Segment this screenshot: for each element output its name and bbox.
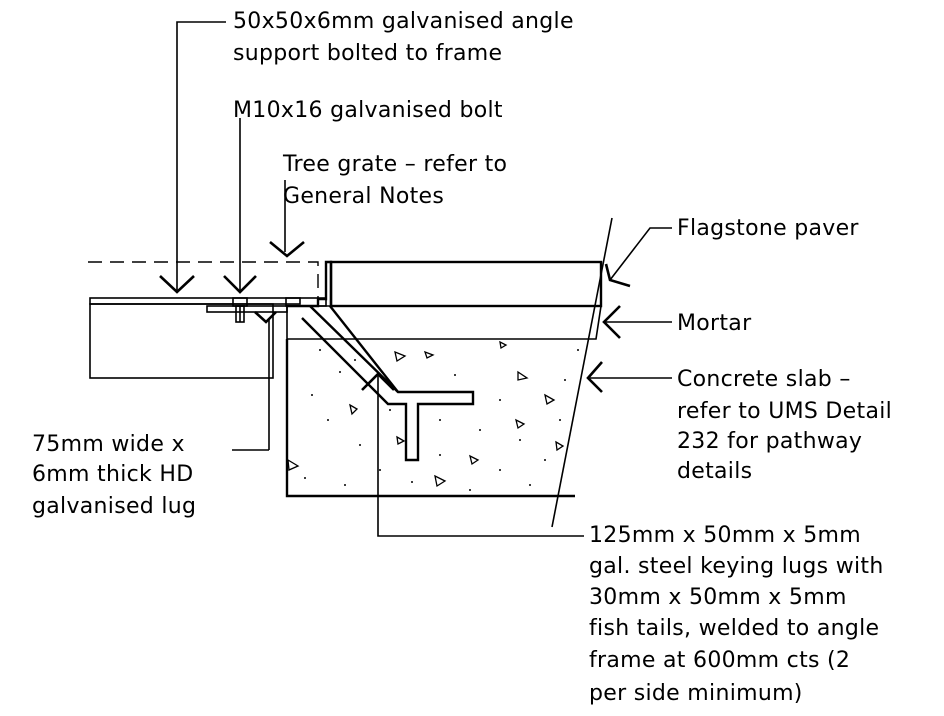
concrete-slab — [285, 339, 579, 498]
flagstone-paver — [329, 260, 603, 308]
label-keying-line5: frame at 600mm cts (2 — [589, 648, 850, 673]
label-concrete-line3: 232 for pathway — [677, 429, 862, 454]
tree-pit-surround — [89, 297, 301, 379]
keying-lug — [301, 305, 475, 462]
leader-keying-lugs — [361, 372, 584, 537]
label-bolt: M10x16 galvanised bolt — [233, 98, 503, 123]
label-flagstone-line1: Flagstone paver — [677, 216, 859, 241]
label-keying-line2: gal. steel keying lugs with — [589, 554, 884, 579]
label-keying-line6: per side minimum) — [589, 681, 803, 706]
label-lug-line3: galvanised lug — [32, 494, 196, 519]
label-keying-line1: 125mm x 50mm x 5mm — [589, 523, 861, 548]
leader-mortar — [602, 305, 672, 339]
leader-bolt — [223, 118, 257, 294]
label-concrete-line4: details — [677, 459, 752, 484]
label-lug-line2: 6mm thick HD — [32, 462, 193, 487]
lug-downstand — [254, 311, 277, 450]
break-line — [551, 217, 613, 528]
label-keying-line4: fish tails, welded to angle — [589, 616, 879, 641]
label-concrete-slab: Concrete slab – refer to UMS Detail 232 … — [677, 367, 892, 484]
label-lug: 75mm wide x 6mm thick HD galvanised lug — [32, 432, 196, 519]
label-flagstone: Flagstone paver — [677, 216, 859, 241]
label-keying-line3: 30mm x 50mm x 5mm — [589, 585, 847, 610]
label-mortar-line1: Mortar — [677, 311, 752, 336]
label-keying-lugs: 125mm x 50mm x 5mm gal. steel keying lug… — [589, 523, 884, 706]
label-angle-support: 50x50x6mm galvanised angle support bolte… — [233, 9, 574, 66]
mortar-layer — [286, 305, 602, 340]
leader-flagstone — [604, 227, 672, 288]
leader-tree-grate — [269, 180, 305, 258]
label-angle-support-line2: support bolted to frame — [233, 41, 502, 66]
label-tree-grate: Tree grate – refer to General Notes — [282, 152, 507, 209]
label-concrete-line2: refer to UMS Detail — [677, 399, 892, 424]
label-concrete-line1: Concrete slab – — [677, 367, 851, 392]
label-bolt-line1: M10x16 galvanised bolt — [233, 98, 503, 123]
tree-grate-outline — [88, 261, 319, 298]
leader-concrete — [586, 361, 672, 393]
label-mortar: Mortar — [677, 311, 752, 336]
leader-angle-support — [159, 21, 226, 294]
label-tree-grate-line2: General Notes — [283, 184, 444, 209]
label-lug-line1: 75mm wide x — [32, 432, 185, 457]
label-tree-grate-line1: Tree grate – refer to — [282, 152, 507, 177]
label-angle-support-line1: 50x50x6mm galvanised angle — [233, 9, 574, 34]
bolt — [232, 297, 248, 323]
